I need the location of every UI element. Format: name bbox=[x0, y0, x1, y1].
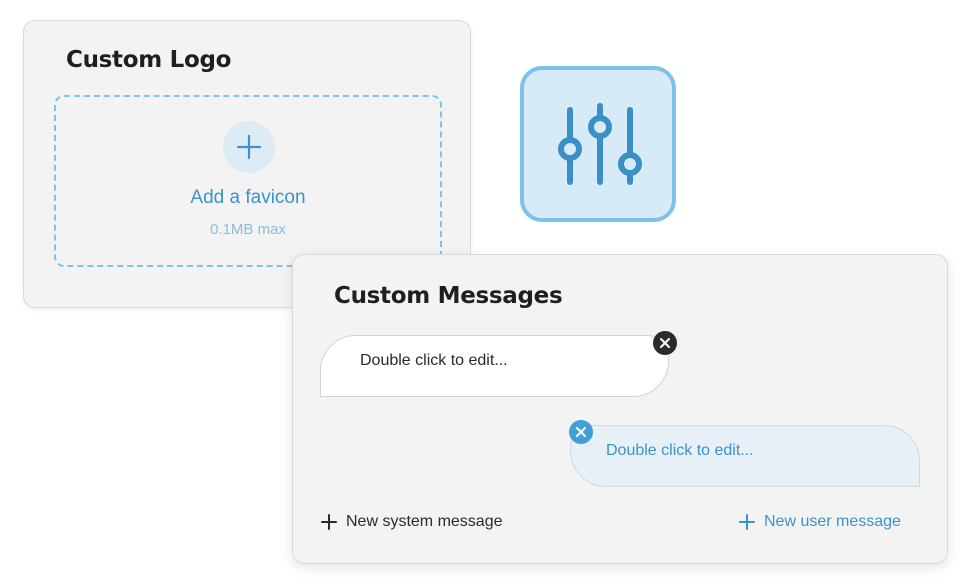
new-user-message-button[interactable]: New user message bbox=[739, 513, 901, 531]
favicon-dropzone[interactable]: Add a favicon 0.1MB max bbox=[54, 95, 442, 267]
plus-icon bbox=[739, 514, 755, 530]
remove-system-message-button[interactable] bbox=[653, 331, 677, 355]
system-message-text[interactable]: Double click to edit... bbox=[360, 352, 508, 369]
sliders-icon bbox=[558, 103, 642, 185]
close-icon bbox=[660, 338, 670, 348]
new-system-message-button[interactable]: New system message bbox=[321, 513, 503, 531]
add-favicon-label[interactable]: Add a favicon bbox=[190, 187, 306, 208]
user-message-bubble[interactable]: Double click to edit... bbox=[570, 425, 920, 487]
new-user-message-label: New user message bbox=[764, 513, 901, 530]
custom-messages-card: Custom Messages Double click to edit... … bbox=[292, 254, 948, 564]
close-icon bbox=[576, 427, 586, 437]
custom-logo-card: Custom Logo Add a favicon 0.1MB max bbox=[23, 20, 471, 308]
new-system-message-label: New system message bbox=[346, 513, 503, 530]
system-message-bubble[interactable]: Double click to edit... bbox=[320, 335, 669, 397]
settings-tile bbox=[520, 66, 676, 222]
plus-icon bbox=[236, 134, 262, 160]
user-message-text[interactable]: Double click to edit... bbox=[606, 442, 754, 459]
custom-messages-title: Custom Messages bbox=[334, 283, 563, 309]
remove-user-message-button[interactable] bbox=[569, 420, 593, 444]
plus-icon bbox=[321, 514, 337, 530]
favicon-size-hint: 0.1MB max bbox=[210, 221, 286, 238]
custom-logo-title: Custom Logo bbox=[66, 47, 232, 73]
add-favicon-button[interactable] bbox=[223, 121, 275, 173]
